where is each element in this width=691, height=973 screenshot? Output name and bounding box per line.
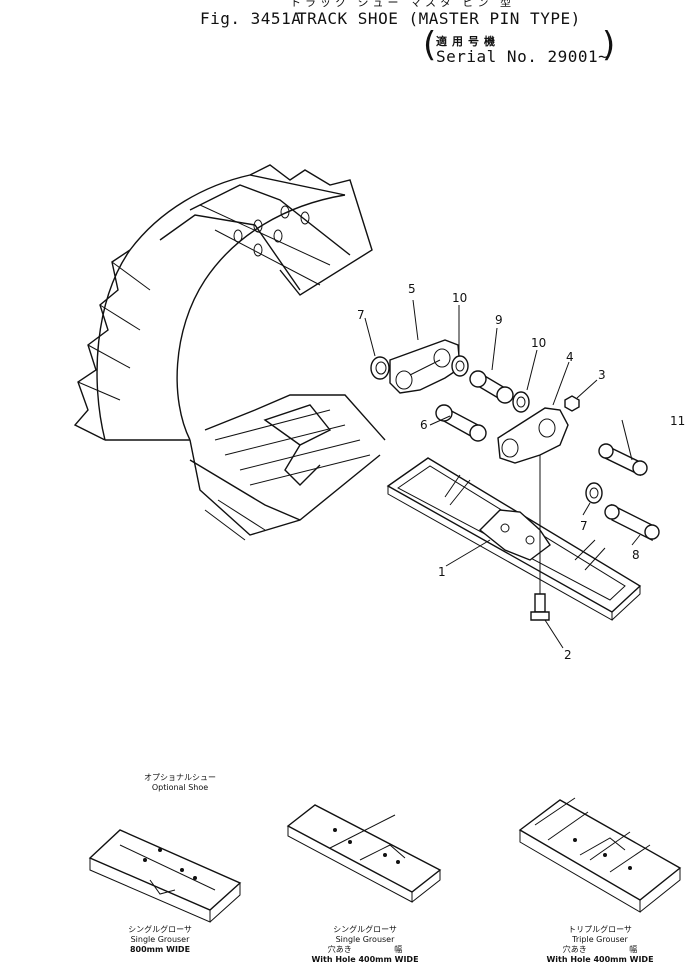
optional-shoe-800-single	[88, 829, 242, 923]
optional-heading-jp: オプショナルシュー	[144, 773, 216, 782]
track-assembly-illustration	[73, 164, 386, 541]
part-10-seal-lower	[512, 391, 530, 413]
part-2-bolt	[530, 593, 550, 621]
part-5-link	[389, 339, 461, 394]
applicable-paren-open: (	[423, 25, 437, 65]
part-1-shoe-plate	[386, 457, 642, 621]
callout-7-lower: 7	[580, 519, 588, 533]
caption-en: Single Grouser	[335, 935, 395, 944]
callout-6: 6	[420, 418, 428, 432]
caption-hole-jp: 穴あき	[327, 945, 352, 954]
applicable-paren-close: )	[602, 25, 616, 65]
part-11-master-pin	[598, 443, 648, 477]
caption-jp: シングルグローサ	[333, 925, 397, 934]
callout-1: 1	[438, 565, 446, 579]
optional-shoe-400-single-hole	[286, 804, 442, 903]
part-7-washer-lower	[585, 482, 603, 504]
part-10-seal-upper	[451, 355, 469, 377]
caption-jp: トリプルグローサ	[568, 925, 632, 934]
caption-400-single-hole: シングルグローサ Single Grouser 穴あき 幅 With Hole …	[300, 925, 430, 965]
part-7-washer	[370, 356, 390, 380]
part-3-nut	[564, 395, 580, 412]
figure-number: Fig. 3451A	[200, 9, 302, 28]
callout-10-upper: 10	[452, 291, 468, 305]
caption-width-en: With Hole 400mm WIDE	[311, 955, 419, 964]
callout-7-upper: 7	[357, 308, 365, 322]
caption-800-single: シングルグローサ Single Grouser 800mm WIDE	[110, 925, 210, 955]
part-8-pin	[604, 503, 660, 542]
caption-hole-jp: 穴あき	[562, 945, 587, 954]
serial-range: Serial No. 29001~	[436, 47, 609, 66]
caption-en: Single Grouser	[130, 935, 190, 944]
callout-2: 2	[564, 648, 572, 662]
caption-width-jp: 幅	[394, 945, 403, 954]
header-top-line-jp: トラック シュー マスタ ピン 型	[290, 0, 515, 9]
part-9-bushing	[469, 370, 514, 404]
caption-400-triple-hole: トリプルグローサ Triple Grouser 穴あき 幅 With Hole …	[535, 925, 665, 965]
caption-en: Triple Grouser	[572, 935, 628, 944]
caption-jp: シングルグローサ	[128, 925, 192, 934]
caption-width-en: With Hole 400mm WIDE	[546, 955, 654, 964]
callout-9: 9	[495, 313, 503, 327]
caption-width-jp: 幅	[629, 945, 638, 954]
caption-hole-width-jp: 穴あき 幅	[535, 945, 665, 955]
caption-hole-width-jp: 穴あき 幅	[300, 945, 430, 955]
figure-title: TRACK SHOE (MASTER PIN TYPE)	[297, 9, 581, 28]
callout-10-lower: 10	[531, 336, 547, 350]
callout-4: 4	[566, 350, 574, 364]
leader-lines	[364, 299, 641, 649]
callout-11: 11	[670, 414, 686, 428]
optional-heading-en: Optional Shoe	[151, 783, 209, 792]
caption-width-en: 800mm WIDE	[129, 945, 191, 954]
optional-shoe-400-triple-hole	[518, 797, 682, 913]
callout-8: 8	[632, 548, 640, 562]
callout-5: 5	[408, 282, 416, 296]
callout-3: 3	[598, 368, 606, 382]
part-6-bushing	[435, 404, 487, 442]
part-4-link	[497, 407, 569, 464]
applicable-jp: 適用号機	[436, 35, 500, 48]
